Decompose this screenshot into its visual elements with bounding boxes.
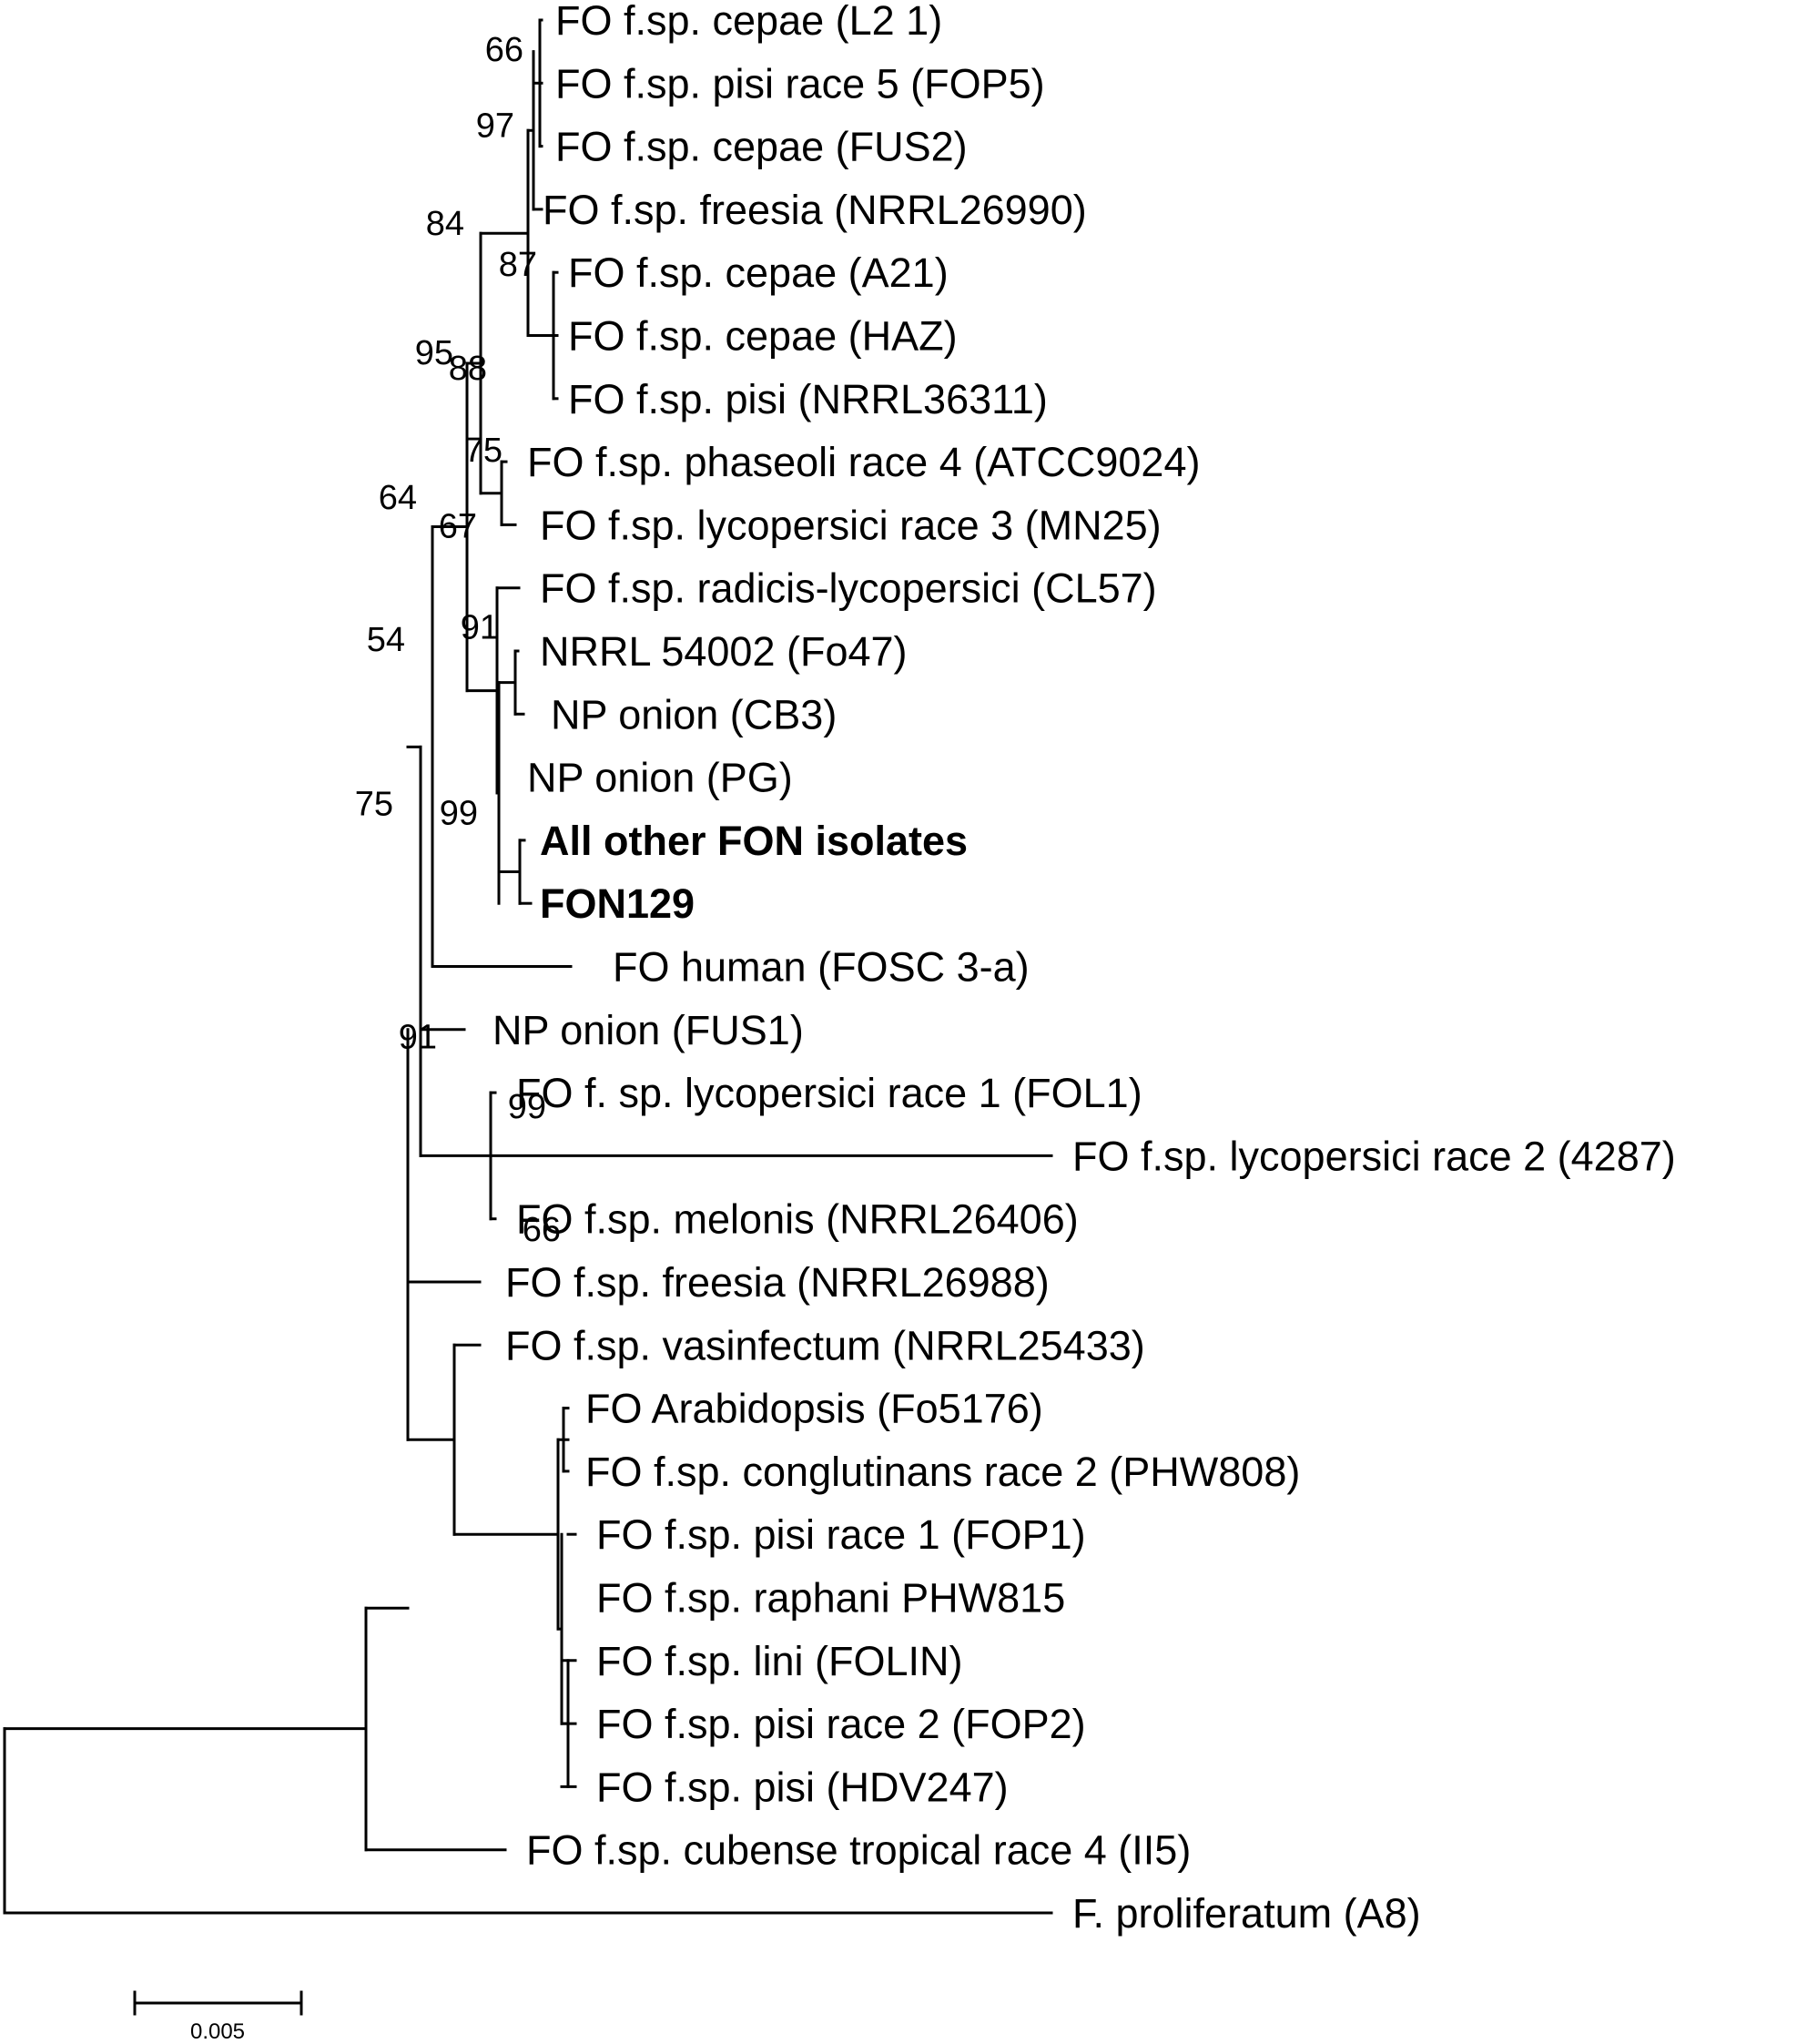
scale-bar-label: 0.005 xyxy=(190,2019,245,2044)
taxon-label: FO f.sp. pisi race 2 (FOP2) xyxy=(596,1701,1086,1747)
taxon-label: FO f.sp. raphani PHW815 xyxy=(596,1575,1065,1622)
bootstrap-support-value: 99 xyxy=(440,795,478,833)
taxon-label: FON129 xyxy=(540,880,695,927)
bootstrap-support-value: 54 xyxy=(367,621,405,659)
taxon-label: NP onion (PG) xyxy=(527,755,793,801)
bootstrap-support-value: 88 xyxy=(449,350,487,388)
taxon-labels: FO f.sp. cepae (L2 1) FO f.sp. pisi race … xyxy=(492,0,1676,1937)
bootstrap-support-value: 66 xyxy=(485,31,523,69)
bootstrap-support-value: 87 xyxy=(499,246,537,284)
taxon-label: FO f.sp. lini (FOLIN) xyxy=(596,1638,963,1684)
bootstrap-support-value: 97 xyxy=(476,107,514,145)
bootstrap-support-value: 67 xyxy=(439,507,477,545)
taxon-label: FO f.sp. lycopersici race 3 (MN25) xyxy=(540,502,1162,548)
taxon-label: FO f.sp. cubense tropical race 4 (II5) xyxy=(526,1827,1191,1874)
taxon-label: NP onion (CB3) xyxy=(551,691,837,737)
bootstrap-support-value: 99 xyxy=(508,1088,546,1126)
taxon-label: FO f.sp. vasinfectum (NRRL25433) xyxy=(505,1322,1145,1368)
taxon-label: FO f.sp. phaseoli race 4 (ATCC9024) xyxy=(527,439,1200,485)
taxon-label: FO f.sp. pisi race 1 (FOP1) xyxy=(596,1511,1086,1558)
bootstrap-support-value: 91 xyxy=(461,608,499,646)
bootstrap-support-value: 84 xyxy=(426,205,464,243)
taxon-label: NP onion (FUS1) xyxy=(492,1007,804,1053)
taxon-label: FO f.sp. radicis-lycopersici (CL57) xyxy=(540,565,1157,612)
taxon-label: FO f.sp. pisi (NRRL36311) xyxy=(568,376,1048,422)
taxon-label: FO f.sp. freesia (NRRL26988) xyxy=(505,1259,1050,1306)
bootstrap-support-value: 75 xyxy=(355,785,393,823)
bootstrap-support-value: 95 xyxy=(415,334,453,372)
taxon-label: FO f.sp. pisi (HDV247) xyxy=(596,1764,1009,1810)
bootstrap-support-value: 66 xyxy=(523,1211,561,1249)
taxon-label: FO Arabidopsis (Fo5176) xyxy=(585,1386,1043,1432)
taxon-label: NRRL 54002 (Fo47) xyxy=(540,628,908,675)
taxon-label: FO f. sp. lycopersici race 1 (FOL1) xyxy=(516,1070,1142,1116)
taxon-label: F. proliferatum (A8) xyxy=(1072,1890,1421,1937)
taxon-label: FO f.sp. cepae (L2 1) xyxy=(555,0,942,44)
taxon-label: FO f.sp. cepae (A21) xyxy=(568,249,949,296)
taxon-label: FO f.sp. cepae (HAZ) xyxy=(568,313,958,360)
taxon-label: FO f.sp. freesia (NRRL26990) xyxy=(543,187,1087,233)
bootstrap-support-value: 91 xyxy=(399,1019,437,1057)
bootstrap-support-value: 64 xyxy=(379,479,417,517)
taxon-label: FO f.sp. melonis (NRRL26406) xyxy=(516,1196,1079,1243)
taxon-label: FO f.sp. pisi race 5 (FOP5) xyxy=(555,60,1045,107)
taxon-label: All other FON isolates xyxy=(540,818,968,864)
taxon-label: FO f.sp. conglutinans race 2 (PHW808) xyxy=(585,1449,1300,1495)
taxon-label: FO f.sp. cepae (FUS2) xyxy=(555,124,968,170)
bootstrap-support-value: 75 xyxy=(464,432,503,470)
tree-branches xyxy=(3,18,1053,1915)
taxon-label: FO human (FOSC 3-a) xyxy=(613,944,1030,991)
taxon-label: FO f.sp. lycopersici race 2 (4287) xyxy=(1072,1133,1676,1179)
scale-bar: 0.005 xyxy=(133,1990,303,2044)
